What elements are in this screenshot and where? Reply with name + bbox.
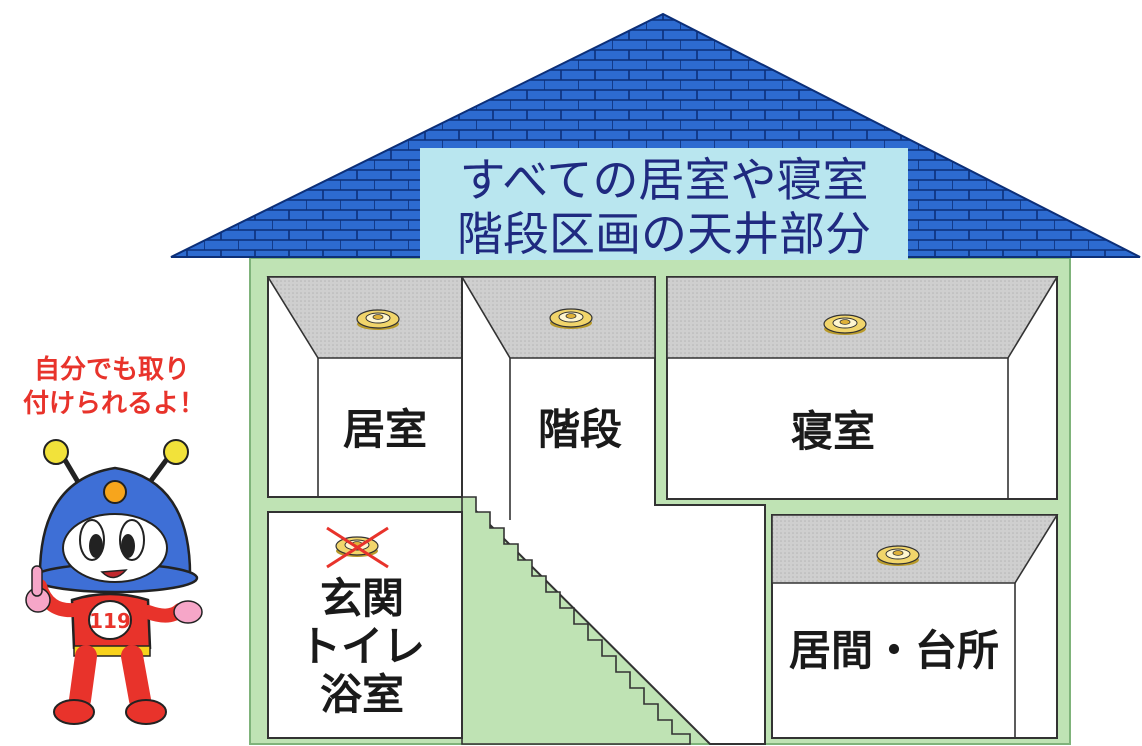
smoke-detector-icon — [876, 545, 920, 567]
roof-title-line2: 階段区画の天井部分 — [457, 207, 871, 261]
room-label-bath: 浴室 — [320, 670, 404, 719]
room-stairs: 階段 — [460, 276, 766, 745]
room-bedroom: 寝室 — [666, 276, 1059, 500]
roof-title-line1: すべての居室や寝室 — [460, 153, 869, 207]
not-required-cross-icon — [326, 526, 389, 569]
room-living: 居室 — [266, 276, 463, 498]
room-kitchen: 居間・台所 — [771, 514, 1059, 739]
mascot-speech-line2: 付けられるよ！ — [23, 389, 205, 419]
room-label-toilet: トイレ — [299, 622, 425, 671]
mascot-speech-line1: 自分でも取り — [34, 354, 190, 385]
firefighter-mascot: 119 — [25, 439, 203, 725]
smoke-detector-icon — [549, 308, 593, 330]
room-label-entrance: 玄関 — [320, 574, 404, 623]
mascot-badge-number: 119 — [89, 609, 131, 633]
room-label-stairs: 階段 — [538, 405, 622, 454]
room-entrance: 玄関 トイレ 浴室 — [267, 511, 463, 739]
staircase — [461, 496, 691, 745]
roof-title-band — [420, 148, 908, 260]
smoke-detector-icon — [356, 309, 400, 331]
smoke-detector-icon — [823, 314, 867, 336]
room-label-bedroom: 寝室 — [791, 407, 875, 456]
room-label-living: 居室 — [343, 405, 427, 454]
room-label-kitchen: 居間・台所 — [789, 626, 999, 675]
